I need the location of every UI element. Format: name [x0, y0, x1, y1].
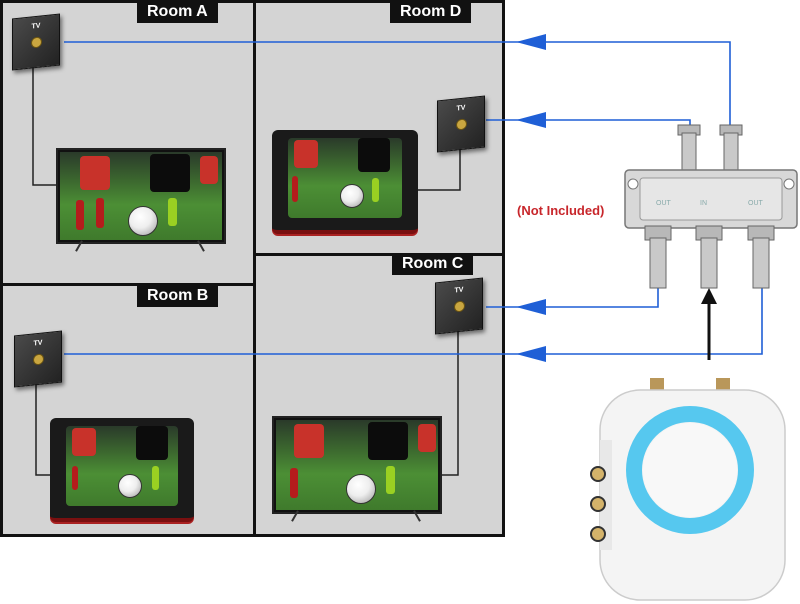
cable-room-b	[64, 285, 763, 355]
coax-jack	[33, 353, 44, 366]
room-c-label: Room C	[392, 254, 474, 275]
room-b-tv-cable	[35, 383, 55, 476]
wallplate-label: TV	[31, 22, 41, 31]
tv-wallplate-icon: TV	[435, 277, 483, 335]
coax-jack	[31, 36, 42, 49]
splitter-port-label: IN	[700, 200, 707, 207]
tv-wallplate-icon: TV	[437, 95, 485, 153]
flat-tv	[272, 416, 442, 514]
tv-screen	[288, 138, 402, 218]
arrow-icon	[516, 299, 546, 315]
flat-tv	[56, 148, 226, 244]
cable-room-c	[486, 285, 659, 308]
room-c-tv-cable	[440, 330, 459, 476]
splitter-icon: OUT IN OUT	[624, 124, 798, 289]
arrow-icon	[701, 288, 717, 304]
coax-jack	[456, 118, 467, 131]
cable-room-a	[64, 41, 731, 128]
arrow-icon	[516, 346, 546, 362]
room-a-tv-cable	[32, 64, 60, 186]
splitter-note: (Not Included)	[517, 203, 605, 218]
wallplate-label: TV	[456, 104, 466, 113]
tv-screen	[276, 420, 438, 510]
cable-room-d	[486, 119, 691, 128]
room-b-label: Room B	[137, 286, 219, 307]
streaming-device-icon	[590, 378, 786, 601]
crt-tv	[50, 418, 194, 522]
tv-wallplate-icon: TV	[14, 330, 62, 388]
coax-jack	[454, 300, 465, 313]
tv-screen	[66, 426, 178, 506]
room-a-label: Room A	[137, 2, 218, 23]
splitter-port-label: OUT	[656, 200, 672, 207]
splitter-port-label: OUT	[748, 200, 764, 207]
arrow-icon	[516, 34, 546, 50]
room-d-label: Room D	[390, 2, 472, 23]
room-d-tv-cable	[418, 148, 461, 191]
crt-tv	[272, 130, 418, 234]
room-b	[0, 283, 256, 537]
wallplate-label: TV	[454, 286, 464, 295]
wallplate-label: TV	[33, 339, 43, 348]
tv-screen	[60, 152, 222, 240]
tv-wallplate-icon: TV	[12, 13, 60, 71]
arrow-icon	[516, 112, 546, 128]
